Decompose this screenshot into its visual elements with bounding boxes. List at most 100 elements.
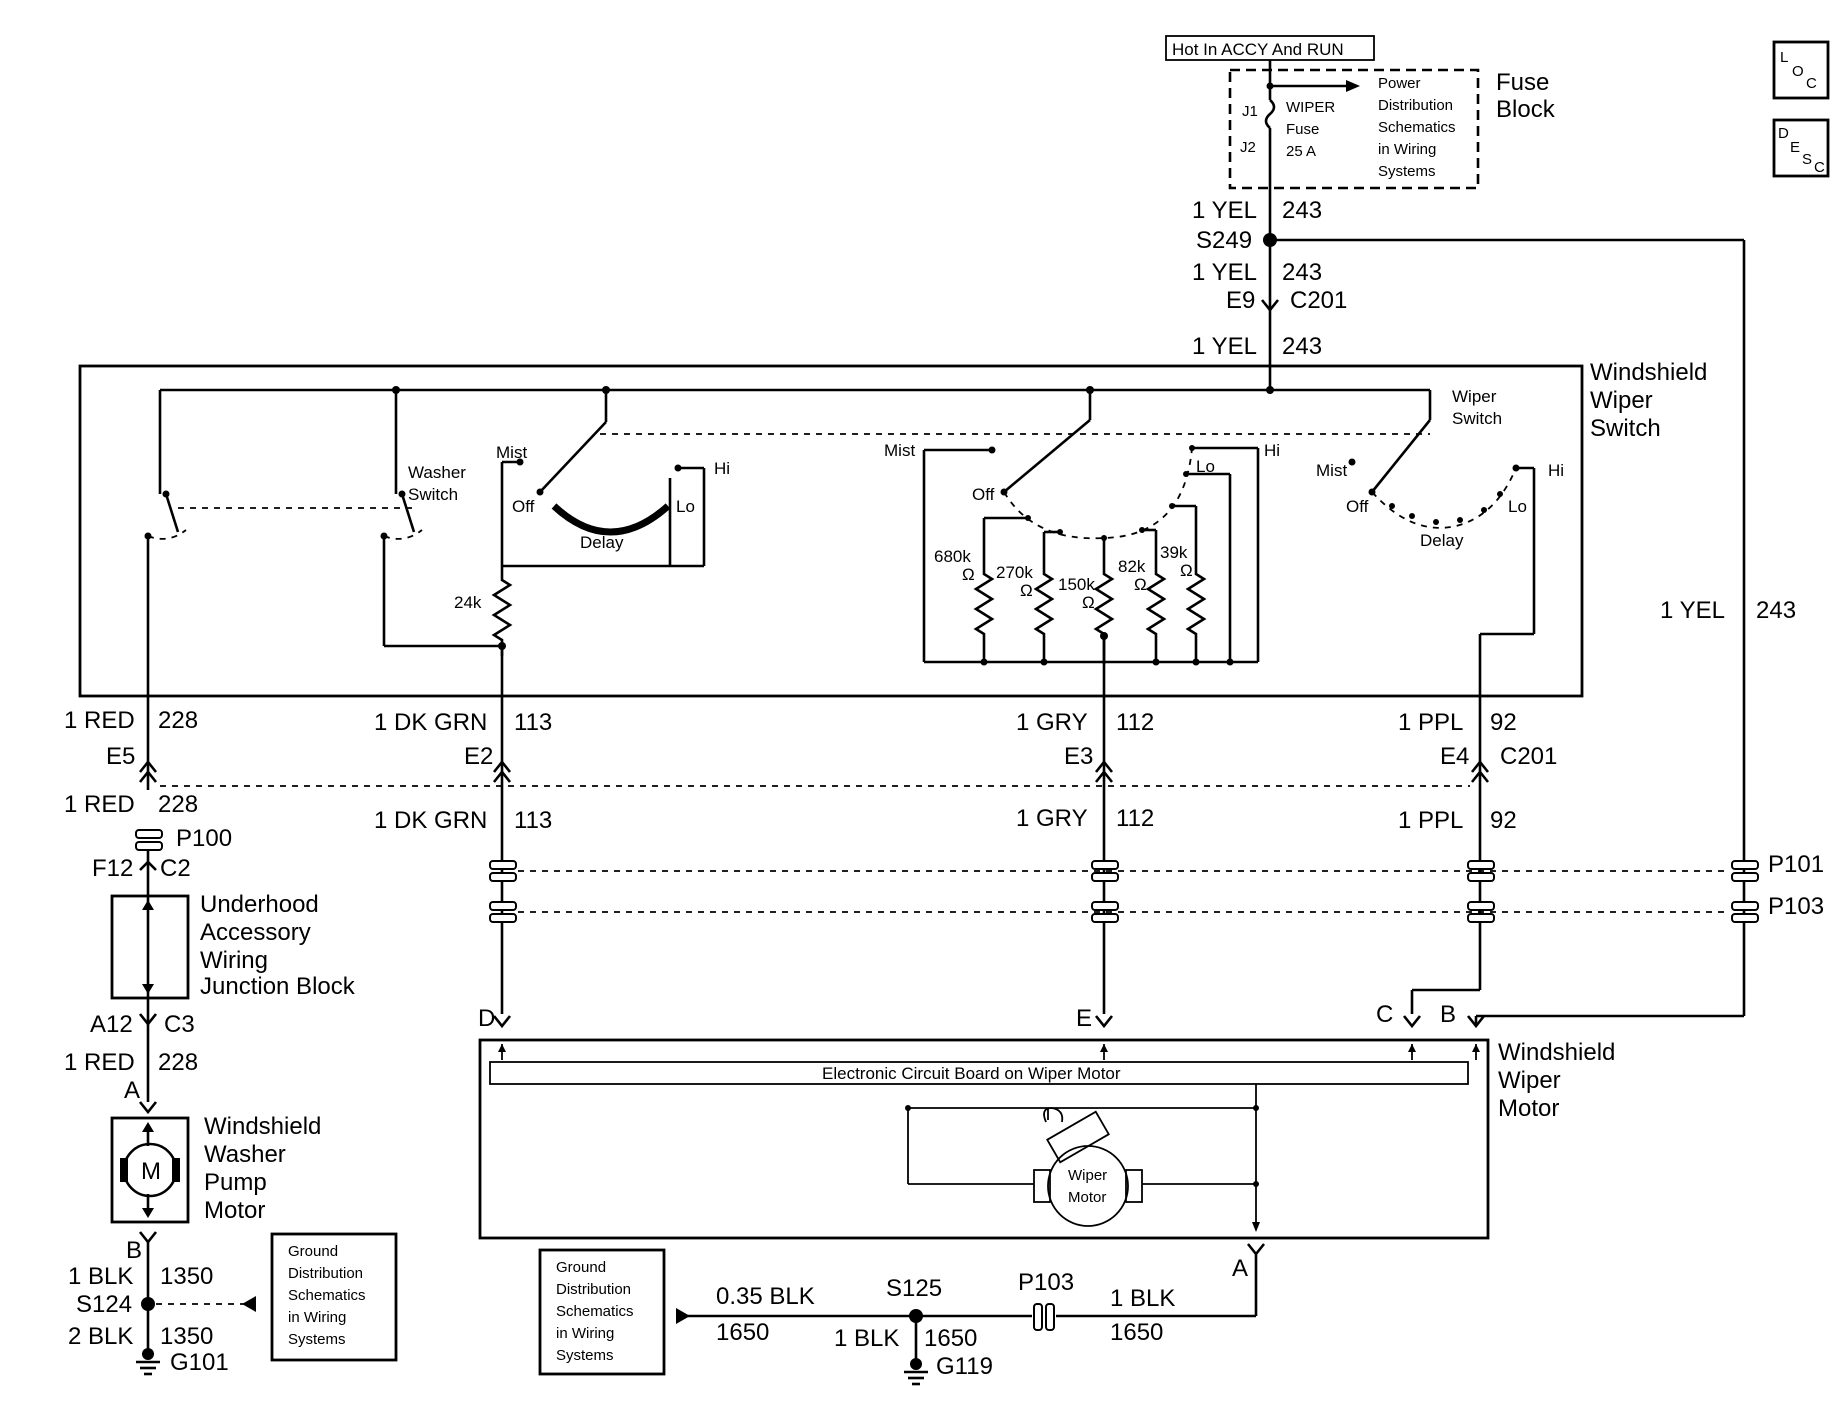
wiper-motor-box	[478, 1038, 1490, 1240]
svg-text:Mist: Mist	[496, 443, 527, 462]
svg-text:C3: C3	[164, 1011, 195, 1038]
svg-text:C: C	[1814, 159, 1825, 176]
svg-text:1 RED: 1 RED	[64, 707, 135, 734]
svg-text:Wiring: Wiring	[200, 947, 268, 974]
svg-text:Fuse: Fuse	[1286, 121, 1319, 138]
connector-c	[1402, 1015, 1422, 1029]
svg-text:243: 243	[1282, 333, 1322, 360]
svg-text:680k: 680k	[934, 547, 971, 566]
svg-text:Junction Block: Junction Block	[200, 973, 356, 1000]
svg-text:Switch: Switch	[408, 485, 458, 504]
svg-text:E5: E5	[106, 743, 135, 770]
svg-text:1 DK GRN: 1 DK GRN	[374, 807, 487, 834]
svg-text:Distribution: Distribution	[1378, 97, 1453, 114]
connector-e3	[1094, 759, 1114, 773]
svg-text:Schematics: Schematics	[288, 1287, 366, 1304]
connector-p100	[135, 829, 163, 839]
svg-text:1 PPL: 1 PPL	[1398, 807, 1463, 834]
svg-text:Ω: Ω	[1020, 581, 1033, 600]
delay-switch-1: Mist Off Hi Lo Delay	[496, 421, 730, 568]
svg-text:L: L	[1780, 49, 1788, 66]
svg-text:1650: 1650	[924, 1325, 977, 1352]
svg-text:25 A: 25 A	[1286, 143, 1316, 160]
wiper-motor-label: Windshield	[1498, 1039, 1615, 1066]
svg-text:Electronic Circuit Board on Wi: Electronic Circuit Board on Wiper Motor	[822, 1064, 1121, 1083]
svg-text:G101: G101	[170, 1349, 229, 1376]
svg-text:228: 228	[158, 791, 198, 818]
ground-distribution-right	[538, 1248, 666, 1376]
svg-text:Pump: Pump	[204, 1169, 267, 1196]
svg-text:A: A	[1232, 1255, 1248, 1282]
svg-text:1650: 1650	[716, 1319, 769, 1346]
connector-e	[1094, 1015, 1114, 1029]
svg-text:J1: J1	[1242, 103, 1258, 120]
resistor-39k	[1185, 560, 1207, 664]
svg-text:Systems: Systems	[556, 1347, 614, 1364]
svg-text:P103: P103	[1768, 893, 1824, 920]
svg-text:S: S	[1802, 151, 1812, 168]
resistor-82k	[1145, 560, 1167, 664]
connector-p103-bottom	[1033, 1303, 1043, 1331]
svg-text:E3: E3	[1064, 743, 1093, 770]
svg-text:P103: P103	[1018, 1269, 1074, 1296]
svg-text:E4: E4	[1440, 743, 1469, 770]
svg-text:Ω: Ω	[962, 565, 975, 584]
ground-distribution-left	[270, 1232, 398, 1362]
washer-switch: Washer Switch	[144, 463, 466, 540]
svg-text:J2: J2	[1240, 139, 1256, 156]
svg-text:E: E	[1076, 1005, 1092, 1032]
arrow-left-icon	[242, 1296, 256, 1312]
svg-text:Switch: Switch	[1590, 415, 1661, 442]
svg-text:Ground: Ground	[556, 1259, 606, 1276]
svg-text:E: E	[1790, 139, 1800, 156]
svg-text:24k: 24k	[454, 593, 482, 612]
svg-text:Systems: Systems	[288, 1331, 346, 1348]
svg-text:1 RED: 1 RED	[64, 1049, 135, 1076]
svg-text:C: C	[1376, 1001, 1393, 1028]
connector-e5	[138, 759, 158, 773]
svg-text:1 GRY: 1 GRY	[1016, 709, 1088, 736]
svg-text:E9: E9	[1226, 287, 1255, 314]
svg-text:Off: Off	[1346, 497, 1369, 516]
svg-text:D: D	[478, 1005, 495, 1032]
circuit-board	[489, 1061, 1469, 1085]
svg-text:1 BLK: 1 BLK	[1110, 1285, 1175, 1312]
svg-text:Ground: Ground	[288, 1243, 338, 1260]
svg-text:Wiper: Wiper	[1068, 1167, 1107, 1184]
svg-text:Delay: Delay	[580, 533, 624, 552]
splice-s124	[141, 1297, 155, 1311]
svg-text:112: 112	[1116, 805, 1154, 832]
junction-block	[110, 894, 190, 1000]
svg-text:Mist: Mist	[884, 441, 915, 460]
svg-text:Power: Power	[1378, 75, 1421, 92]
connector-e2	[492, 759, 512, 773]
desc-icon[interactable]: D E S C	[1772, 118, 1830, 178]
ground-icon	[136, 1360, 160, 1376]
svg-text:in Wiring: in Wiring	[288, 1309, 346, 1326]
svg-text:1 DK GRN: 1 DK GRN	[374, 709, 487, 736]
svg-text:Off: Off	[512, 497, 535, 516]
svg-text:G119: G119	[936, 1353, 993, 1380]
svg-text:Hi: Hi	[1264, 441, 1280, 460]
svg-text:F12: F12	[92, 855, 133, 882]
connector-e9	[1260, 299, 1280, 313]
arrow-right-icon	[1346, 80, 1360, 92]
svg-text:Delay: Delay	[1420, 531, 1464, 550]
svg-text:Distribution: Distribution	[288, 1265, 363, 1282]
svg-text:Washer: Washer	[408, 463, 466, 482]
svg-text:Ω: Ω	[1082, 593, 1095, 612]
svg-text:Schematics: Schematics	[556, 1303, 634, 1320]
svg-text:WIPER: WIPER	[1286, 99, 1335, 116]
svg-text:Wiper: Wiper	[1498, 1067, 1561, 1094]
resistor-150k	[1093, 560, 1115, 664]
wiper-switch-3: Mist Off Lo Hi Delay Wiper Switch	[1316, 387, 1564, 790]
resistor-24k	[491, 566, 513, 656]
svg-text:1350: 1350	[160, 1263, 213, 1290]
wiper-motor-icon: Wiper Motor	[1033, 1145, 1143, 1227]
svg-text:112: 112	[1116, 709, 1154, 736]
wiper-switch-box	[78, 364, 1584, 698]
svg-text:Accessory: Accessory	[200, 919, 311, 946]
loc-icon[interactable]: L O C	[1772, 40, 1830, 100]
svg-text:Off: Off	[972, 485, 995, 504]
svg-text:Mist: Mist	[1316, 461, 1347, 480]
